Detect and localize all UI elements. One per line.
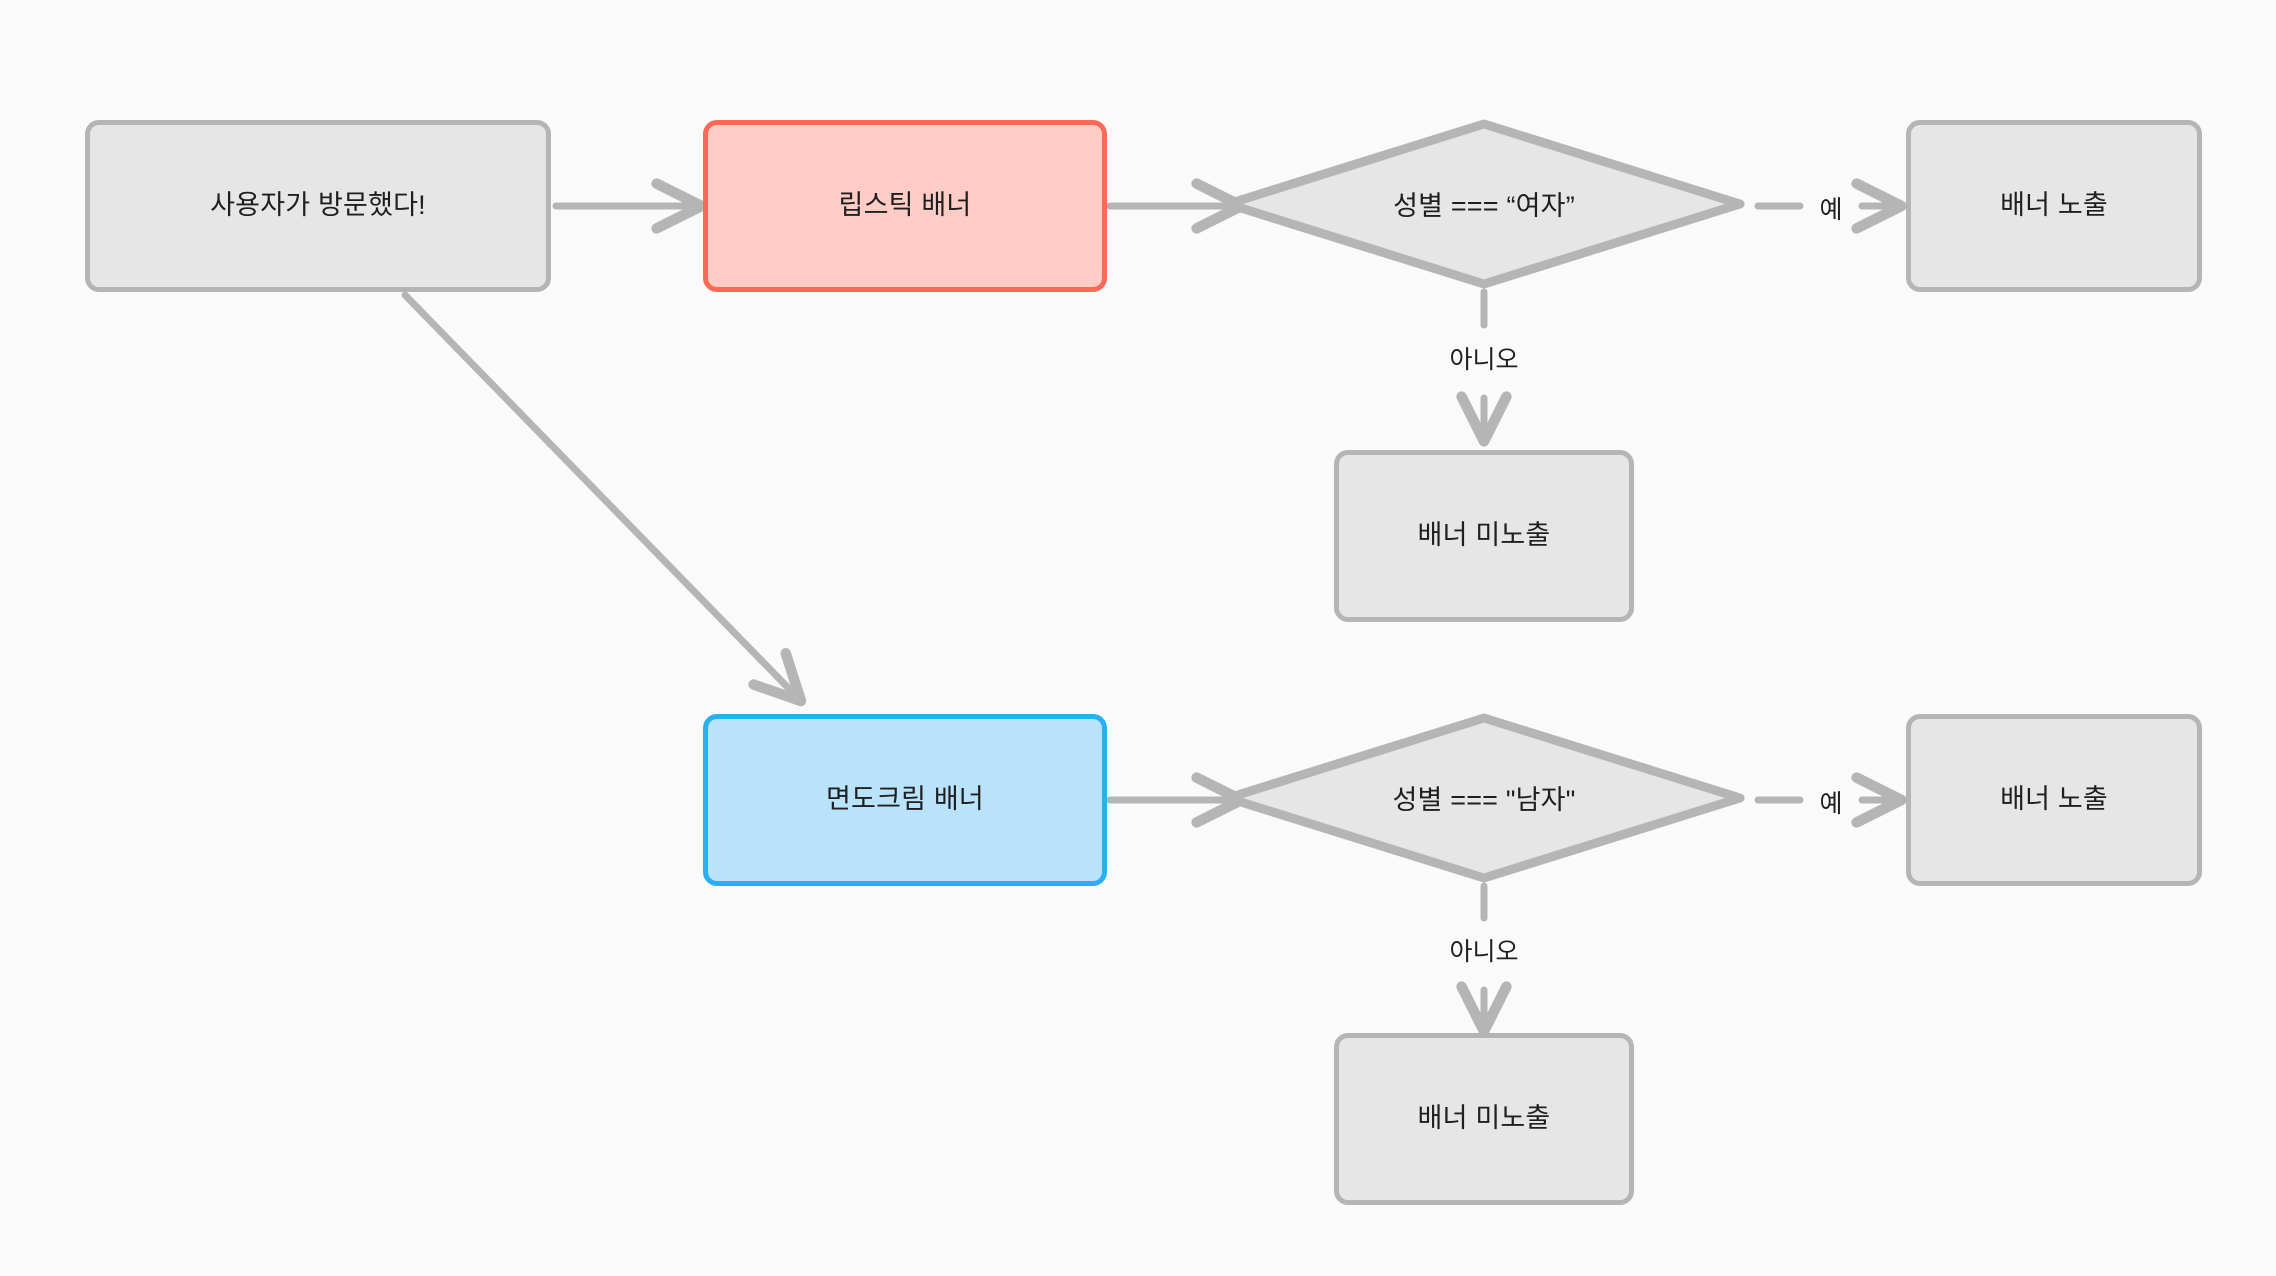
node-label: 성별 === "남자"	[1392, 784, 1576, 815]
node-decision-gender-female[interactable]: 성별 === “여자”	[1222, 118, 1746, 290]
diamond-shape	[1223, 713, 1745, 883]
edge-start-to-shavecream	[401, 291, 807, 707]
edge-label-yes-female: 예	[1819, 196, 1843, 224]
node-user-visited[interactable]: 사용자가 방문했다!	[85, 120, 551, 292]
node-banner-shown-male[interactable]: 배너 노출	[1906, 714, 2202, 886]
node-decision-gender-male[interactable]: 성별 === "남자"	[1222, 712, 1746, 884]
node-banner-shown-female[interactable]: 배너 노출	[1906, 120, 2202, 292]
node-label: 배너 노출	[2000, 784, 2108, 815]
node-banner-hidden-female[interactable]: 배너 미노출	[1334, 450, 1634, 622]
node-label: 배너 미노출	[1417, 520, 1551, 551]
node-label: 면도크림 배너	[826, 784, 984, 815]
edge-label-no-female: 아니오	[1449, 346, 1519, 374]
node-lipstick-banner[interactable]: 립스틱 배너	[703, 120, 1107, 292]
node-label: 배너 노출	[2000, 190, 2108, 221]
node-banner-hidden-male[interactable]: 배너 미노출	[1334, 1033, 1634, 1205]
node-shaving-cream-banner[interactable]: 면도크림 배너	[703, 714, 1107, 886]
node-label: 사용자가 방문했다!	[210, 190, 426, 221]
node-label: 성별 === “여자”	[1393, 190, 1575, 221]
edge-label-no-male: 아니오	[1449, 938, 1519, 966]
node-label: 배너 미노출	[1417, 1103, 1551, 1134]
diamond-shape	[1223, 119, 1745, 289]
edge-label-yes-male: 예	[1819, 790, 1843, 818]
node-label: 립스틱 배너	[838, 190, 972, 221]
